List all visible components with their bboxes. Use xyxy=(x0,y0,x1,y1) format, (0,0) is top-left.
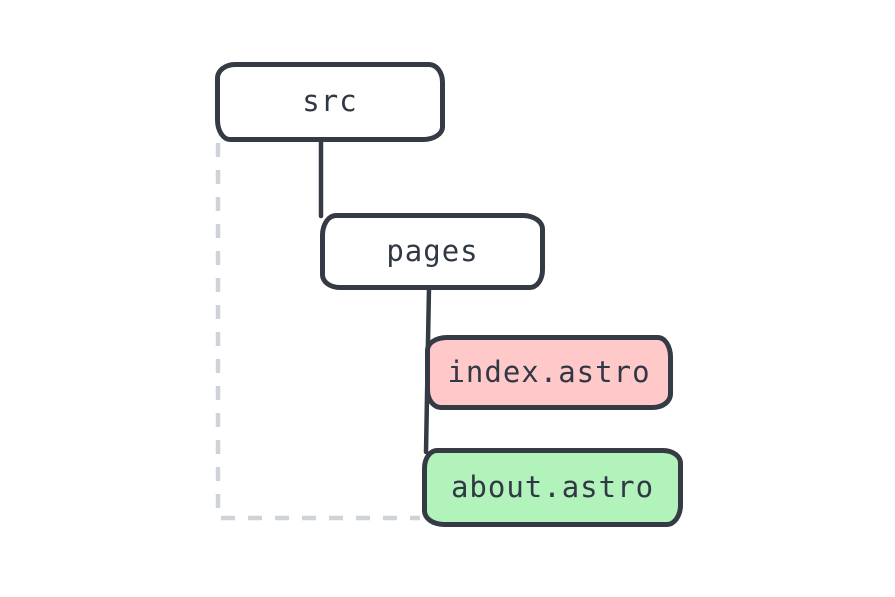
node-about-astro-label: about.astro xyxy=(450,469,655,504)
node-about-astro-file: about.astro xyxy=(422,448,683,527)
node-pages-label: pages xyxy=(386,233,479,268)
node-pages-folder: pages xyxy=(320,213,545,290)
node-index-astro-label: index.astro xyxy=(447,354,651,389)
node-src-folder: src xyxy=(215,62,445,142)
node-src-label: src xyxy=(302,84,358,118)
node-index-astro-file: index.astro xyxy=(425,335,673,410)
